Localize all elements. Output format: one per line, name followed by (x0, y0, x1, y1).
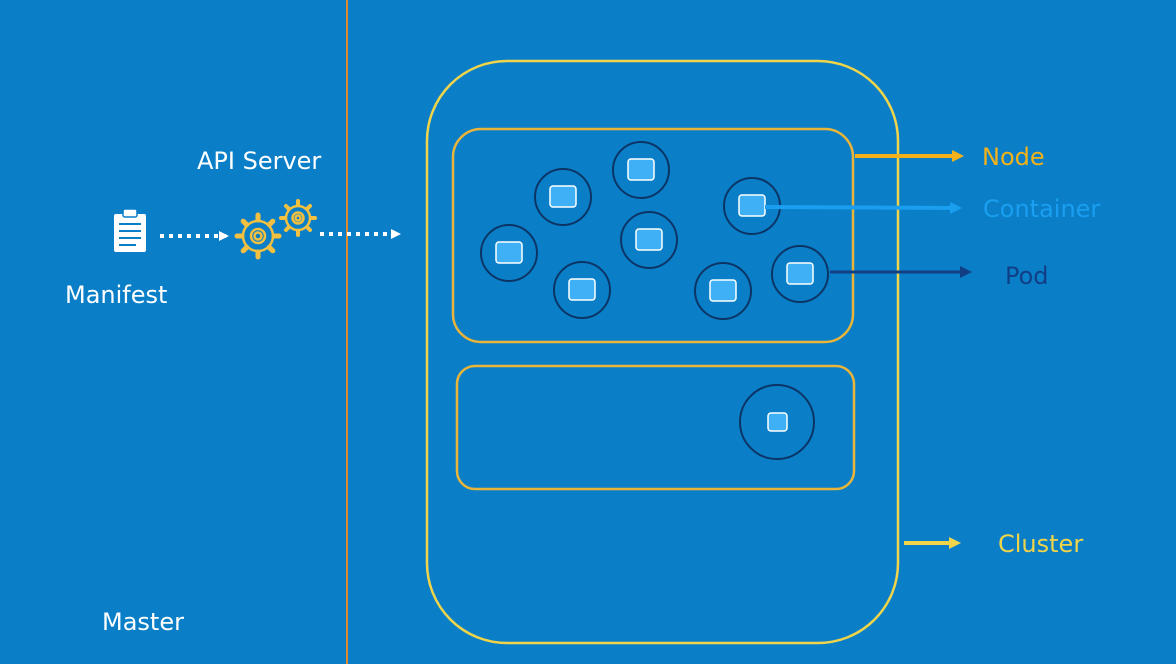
pod-label: Pod (1005, 262, 1049, 290)
container-arrow (764, 201, 962, 214)
pod (694, 262, 752, 320)
gear-icon (234, 199, 317, 260)
master-label: Master (102, 608, 184, 636)
container-label: Container (983, 195, 1101, 223)
container (627, 158, 655, 181)
pod (553, 261, 611, 319)
container (495, 241, 523, 264)
node-box-2 (455, 364, 856, 491)
container (738, 194, 766, 217)
manifest-label: Manifest (65, 281, 168, 309)
pod (723, 177, 781, 235)
node-box-1 (451, 127, 855, 344)
container (709, 279, 737, 302)
cluster-label: Cluster (998, 530, 1084, 558)
node-label: Node (982, 143, 1045, 171)
container (549, 185, 577, 208)
api-server-label: API Server (197, 147, 322, 175)
cluster-boundary (425, 59, 900, 645)
pod (612, 141, 670, 199)
container (786, 262, 814, 285)
container (635, 228, 663, 251)
container (568, 278, 596, 301)
pod (739, 384, 815, 460)
clipboard-icon (114, 208, 146, 252)
container (767, 412, 788, 432)
pod (534, 168, 592, 226)
pod (620, 211, 678, 269)
pod (480, 224, 538, 282)
pod (771, 245, 829, 303)
